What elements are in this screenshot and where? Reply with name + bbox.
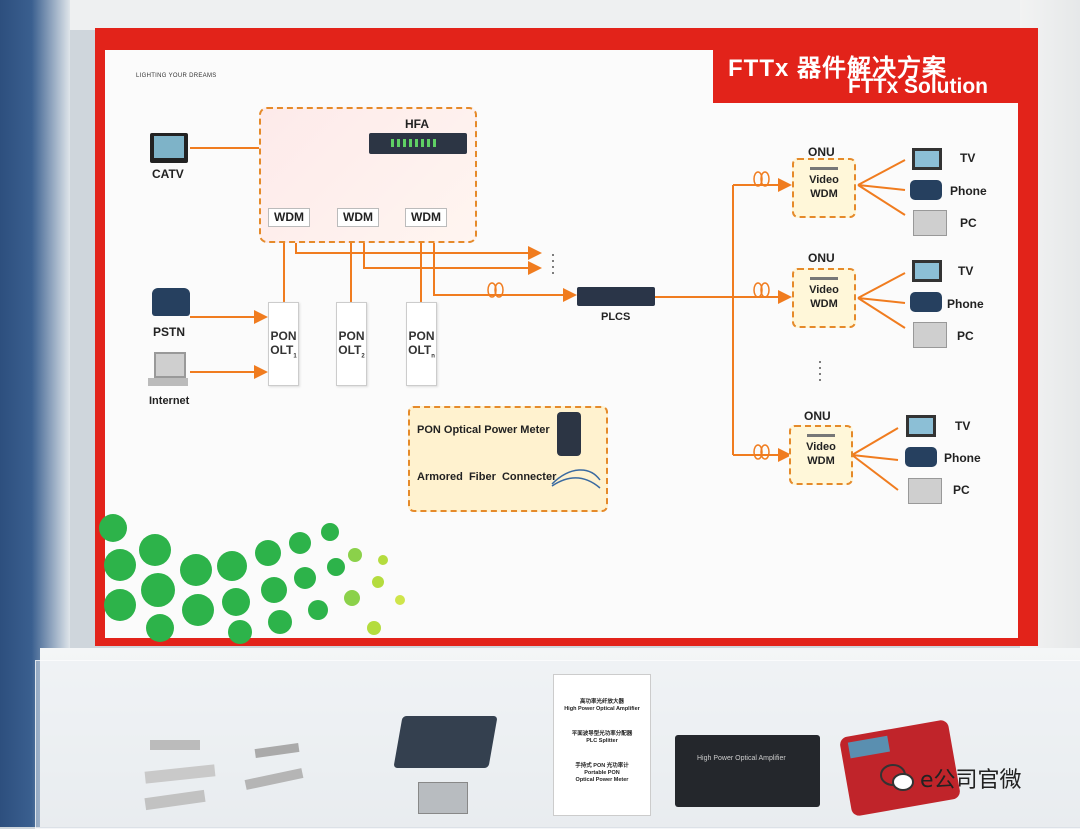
plc-splitter-product: [393, 716, 498, 768]
device-tv-2: TV: [958, 264, 974, 278]
pc-icon: [913, 210, 947, 236]
phone-icon: [905, 447, 937, 467]
title-banner: [713, 40, 1035, 103]
title-english: FTTx Solution: [848, 75, 988, 98]
watermark: e公司官微: [880, 762, 1022, 794]
olt-line2: OLTn: [408, 343, 435, 360]
card-line: 手持式 PON 光功率计: [575, 763, 629, 769]
onu-line1: Video: [809, 284, 839, 296]
olt-1: PON OLT1: [268, 302, 299, 386]
pstn-label: PSTN: [153, 325, 186, 339]
tv-icon: [912, 260, 942, 282]
onu-box-2: Video WDM: [792, 268, 856, 328]
title-chinese: FTTx 器件解决方案: [728, 55, 947, 82]
olt-line1: PON: [338, 329, 365, 343]
fiber-connector-icon: [551, 469, 601, 489]
onu-line2: WDM: [807, 455, 835, 467]
card-line: 高功率光纤放大器: [579, 699, 624, 705]
onu-line1: Video: [806, 441, 836, 453]
card-line: PLC Splitter: [586, 738, 618, 744]
tagline: LIGHTING YOUR DREAMS: [136, 73, 217, 79]
olt-line1: PON: [408, 329, 435, 343]
tv-icon: [912, 148, 942, 170]
onu-line2: WDM: [810, 298, 838, 310]
watermark-text: e公司官微: [920, 768, 1022, 793]
onu-line2: WDM: [810, 188, 838, 200]
hfa-label: HFA: [405, 117, 429, 131]
onu-indicator-bar: [810, 167, 838, 170]
onu-box-3: Video WDM: [789, 425, 853, 485]
optical-amplifier-product: High Power Optical Amplifier: [675, 735, 820, 807]
test-equipment-panel: PON Optical Power Meter Armored Fiber Co…: [408, 406, 608, 512]
plcs-label: PLCS: [601, 311, 631, 323]
pc-icon: [908, 478, 942, 504]
wdm-box-1: WDM: [268, 208, 310, 227]
amplifier-label: High Power Optical Amplifier: [697, 755, 786, 762]
onu-title-1: ONU: [808, 145, 835, 159]
wdm-box-3: WDM: [405, 208, 447, 227]
small-module-product: [418, 782, 468, 814]
device-pc-1: PC: [960, 216, 977, 230]
olt-2: PON OLT2: [336, 302, 367, 386]
phone-icon: [910, 180, 942, 200]
card-line: High Power Optical Amplifier: [564, 706, 640, 712]
power-meter-label: PON Optical Power Meter: [417, 424, 550, 436]
device-phone-3: Phone: [944, 451, 981, 465]
onu-box-1: Video WDM: [792, 158, 856, 218]
wechat-icon: [880, 764, 914, 791]
onu-title-2: ONU: [808, 251, 835, 265]
olt-line2: OLT1: [270, 343, 297, 360]
device-tv-1: TV: [960, 151, 976, 165]
catv-label: CATV: [152, 167, 184, 181]
plcs-device: [577, 287, 655, 306]
ceiling: [0, 0, 1080, 30]
internet-label: Internet: [149, 395, 190, 407]
device-phone-2: Phone: [947, 297, 984, 311]
card-line: Portable PON: [584, 770, 620, 776]
device-phone-1: Phone: [950, 184, 987, 198]
onu-indicator-bar: [807, 434, 835, 437]
display-board: [95, 28, 1038, 646]
onu-indicator-bar: [810, 277, 838, 280]
tv-icon: [906, 415, 936, 437]
card-line: Optical Power Meter: [575, 777, 629, 783]
onu-title-3: ONU: [804, 409, 831, 423]
pc-icon: [913, 322, 947, 348]
wdm-box-2: WDM: [337, 208, 379, 227]
card-line: 平面波导型光功率分配器: [571, 731, 633, 737]
phone-icon: [152, 288, 190, 316]
olt-n: PON OLTn: [406, 302, 437, 386]
device-pc-2: PC: [957, 329, 974, 343]
pc-icon: [148, 352, 188, 388]
phone-icon: [910, 292, 942, 312]
hfa-device: [369, 133, 467, 154]
olt-line2: OLT2: [338, 343, 365, 360]
connector-label: Armored Fiber Connecter: [417, 471, 557, 483]
product-info-card: 高功率光纤放大器 High Power Optical Amplifier 平面…: [553, 674, 651, 816]
transceiver-modules: [144, 740, 315, 811]
green-dot-pattern: [99, 514, 405, 644]
olt-line1: PON: [270, 329, 297, 343]
device-pc-3: PC: [953, 483, 970, 497]
power-meter-icon: [557, 412, 581, 456]
tv-icon: [150, 133, 188, 163]
onu-line1: Video: [809, 174, 839, 186]
device-tv-3: TV: [955, 419, 971, 433]
